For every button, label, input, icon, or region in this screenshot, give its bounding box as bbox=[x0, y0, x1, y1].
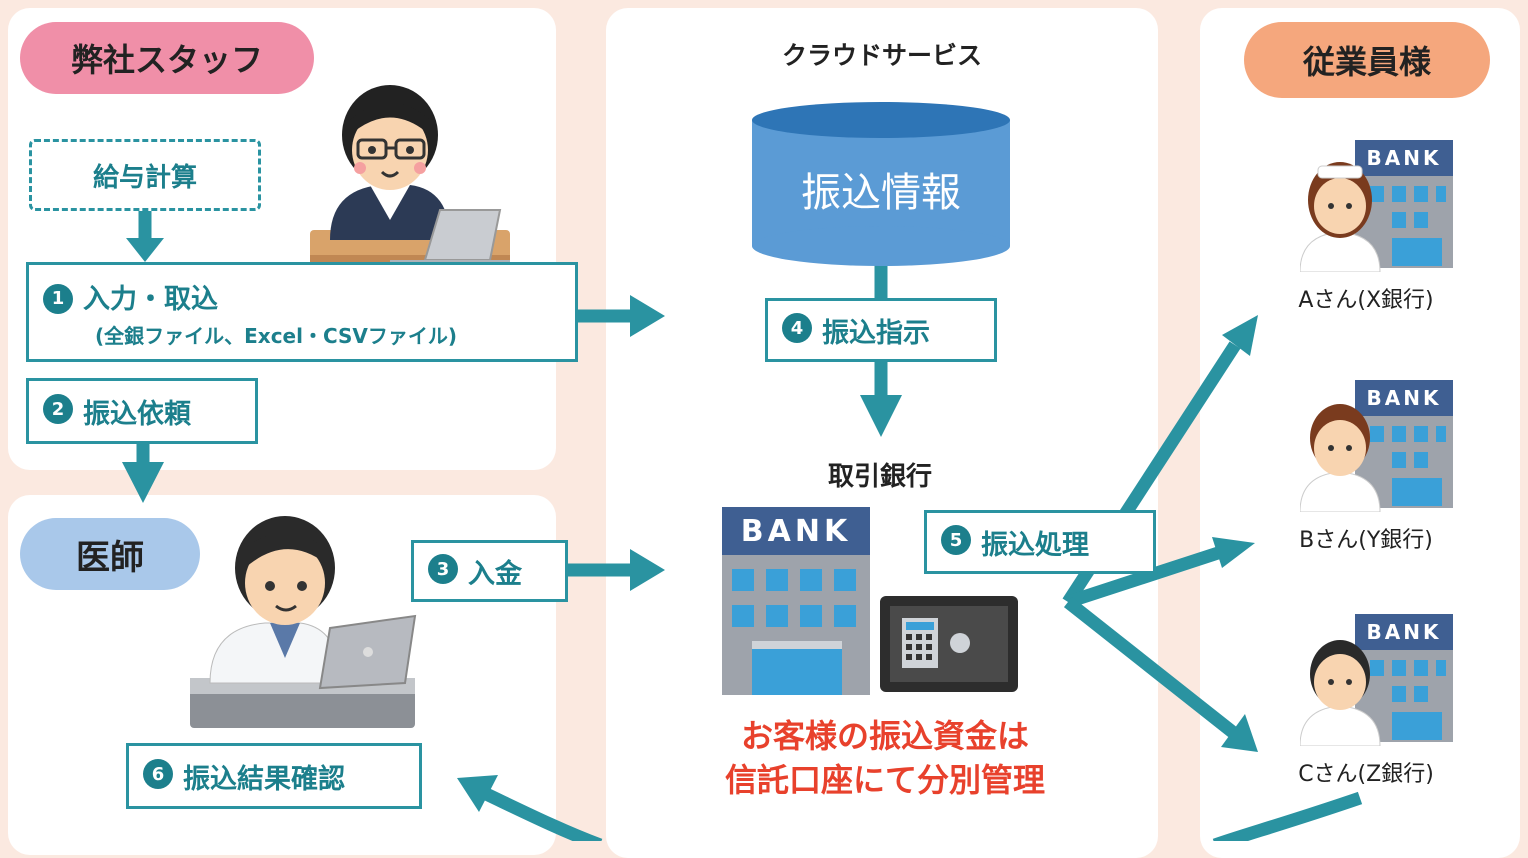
step-2-label: 振込依頼 bbox=[83, 398, 191, 430]
step-1-number: 1 bbox=[43, 283, 73, 314]
employee-c-bank-sign: BANK bbox=[1366, 620, 1442, 644]
step-4-number: 4 bbox=[782, 313, 812, 343]
step-5-label: 振込処理 bbox=[981, 529, 1089, 561]
employee-title-pill: 従業員様 bbox=[1244, 22, 1490, 98]
salary-calc-label: 給与計算 bbox=[92, 162, 197, 193]
step-6-box: 6 振込結果確認 bbox=[126, 743, 422, 809]
employee-b-label: Bさん(Y銀行) bbox=[1299, 528, 1433, 553]
step-4-label: 振込指示 bbox=[822, 317, 930, 349]
step-1-box: 1 入力・取込 (全銀ファイル、Excel・CSVファイル) bbox=[26, 262, 578, 362]
trust-note-line-1: お客様の振込資金は bbox=[740, 717, 1029, 755]
step-6-label: 振込結果確認 bbox=[183, 763, 345, 795]
employee-c-illustration bbox=[1300, 614, 1453, 746]
employee-a-bank-sign: BANK bbox=[1366, 146, 1442, 170]
staff-title: 弊社スタッフ bbox=[70, 41, 263, 79]
safe-icon bbox=[880, 596, 1018, 692]
bank-sign: BANK bbox=[740, 514, 852, 549]
employee-a-label: Aさん(X銀行) bbox=[1298, 288, 1434, 313]
doctor-title-pill: 医師 bbox=[20, 518, 200, 590]
doctor-title: 医師 bbox=[76, 537, 144, 578]
staff-illustration bbox=[310, 85, 510, 280]
step-6-number: 6 bbox=[143, 759, 173, 789]
step-4-box: 4 振込指示 bbox=[765, 298, 997, 362]
step-2-box: 2 振込依頼 bbox=[26, 378, 258, 444]
partner-bank-title: 取引銀行 bbox=[827, 462, 932, 492]
database-label: 振込情報 bbox=[801, 170, 961, 216]
trust-note-line-2: 信託口座にて分別管理 bbox=[724, 761, 1045, 799]
employee-c-label: Cさん(Z銀行) bbox=[1298, 762, 1434, 787]
step-5-box: 5 振込処理 bbox=[924, 510, 1156, 574]
step-1-label: 入力・取込 bbox=[83, 284, 218, 315]
step-2-number: 2 bbox=[43, 394, 73, 424]
employee-a-illustration bbox=[1300, 140, 1453, 272]
step-5-number: 5 bbox=[941, 525, 971, 555]
step-3-number: 3 bbox=[428, 554, 458, 584]
step-1-sublabel: (全銀ファイル、Excel・CSVファイル) bbox=[95, 324, 458, 348]
staff-title-pill: 弊社スタッフ bbox=[20, 22, 314, 94]
cloud-title: クラウドサービス bbox=[781, 41, 982, 70]
employee-title: 従業員様 bbox=[1302, 43, 1431, 81]
doctor-illustration bbox=[190, 516, 417, 728]
bank-building-illustration bbox=[722, 507, 870, 695]
step-3-box: 3 入金 bbox=[411, 540, 568, 602]
database-cylinder bbox=[752, 102, 1010, 266]
employee-b-bank-sign: BANK bbox=[1366, 386, 1442, 410]
step-3-label: 入金 bbox=[468, 558, 522, 590]
employee-b-illustration bbox=[1300, 380, 1453, 512]
salary-calc-box: 給与計算 bbox=[29, 139, 261, 211]
trust-account-note: お客様の振込資金は 信託口座にて分別管理 bbox=[680, 714, 1090, 802]
